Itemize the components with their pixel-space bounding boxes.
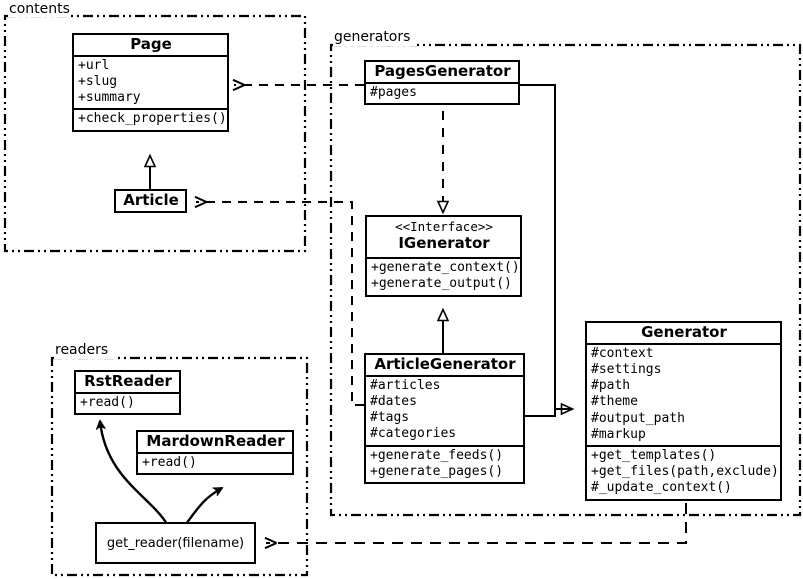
method: +generate_output(): [371, 276, 512, 292]
attribute: +summary: [78, 90, 141, 106]
class-generator-attributes: #context #settings #path #theme #output_…: [587, 342, 780, 445]
class-pagesgenerator[interactable]: PagesGenerator #pages: [364, 60, 520, 105]
class-articlegenerator-name: ArticleGenerator: [374, 355, 516, 373]
class-articlegenerator[interactable]: ArticleGenerator #articles #dates #tags …: [364, 353, 525, 485]
method: +get_files(path,exclude): [591, 464, 779, 480]
rel-articlegenerator-to-generator: [524, 408, 572, 417]
package-label-generators: generators: [334, 29, 411, 45]
package-label-contents: contents: [9, 1, 70, 17]
attribute: +slug: [78, 74, 118, 89]
attribute: #markup: [591, 426, 646, 442]
attribute: #context: [591, 345, 654, 361]
class-article-name: Article: [123, 191, 179, 209]
class-igenerator[interactable]: <<Interface>> IGenerator +generate_conte…: [365, 215, 522, 297]
class-mardownreader-methods: +read(): [138, 451, 292, 473]
package-label-readers: readers: [55, 342, 109, 358]
class-mardownreader-name: MardownReader: [146, 432, 285, 450]
class-igenerator-stereotype: <<Interface>>: [395, 219, 493, 234]
class-igenerator-header: <<Interface>> IGenerator: [367, 217, 520, 257]
attribute: +url: [78, 57, 110, 73]
class-articlegenerator-attributes: #articles #dates #tags #categories: [366, 374, 523, 445]
attribute: #output_path: [591, 410, 685, 426]
method: +generate_context(): [371, 260, 520, 276]
method: +generate_pages(): [370, 463, 504, 479]
class-mardownreader[interactable]: MardownReader +read(): [136, 430, 294, 475]
class-igenerator-name: IGenerator: [398, 234, 490, 253]
class-generator-name: Generator: [641, 323, 727, 341]
method: +read(): [80, 394, 135, 410]
rel-pagesgenerator-to-generator: [520, 84, 572, 409]
class-pagesgenerator-attributes: #pages: [366, 81, 518, 103]
attribute: #categories: [370, 426, 457, 442]
attribute: #theme: [591, 394, 638, 410]
class-generator-methods: +get_templates() +get_files(path,exclude…: [587, 445, 780, 499]
class-rstreader[interactable]: RstReader +read(): [74, 370, 181, 415]
method: +check_properties(): [78, 111, 227, 127]
class-page-methods: +check_properties(): [74, 108, 227, 129]
class-page[interactable]: Page +url +slug +summary +check_properti…: [72, 33, 229, 132]
method: +read(): [142, 454, 197, 470]
class-igenerator-methods: +generate_context() +generate_output(): [367, 257, 520, 294]
attribute: #settings: [591, 362, 662, 377]
attribute: #tags: [370, 410, 410, 426]
class-article[interactable]: Article: [114, 189, 187, 213]
function-get-reader[interactable]: get_reader(filename): [95, 522, 256, 564]
attribute: #articles: [370, 377, 441, 393]
class-page-name: Page: [130, 35, 172, 53]
rel-generator-to-get-reader: [266, 503, 687, 543]
function-get-reader-label: get_reader(filename): [106, 535, 245, 551]
method: +get_templates(): [591, 448, 717, 464]
rel-articlegenerator-to-article: [196, 202, 364, 406]
class-pagesgenerator-name: PagesGenerator: [374, 62, 511, 80]
attribute: #path: [591, 378, 631, 394]
class-generator[interactable]: Generator #context #settings #path #them…: [585, 321, 782, 501]
rel-get-reader-to-mardownreader: [185, 486, 224, 525]
class-page-attributes: +url +slug +summary: [74, 54, 227, 109]
method: #_update_context(): [591, 480, 732, 496]
class-rstreader-name: RstReader: [84, 372, 172, 390]
class-rstreader-methods: +read(): [76, 391, 179, 413]
class-articlegenerator-methods: +generate_feeds() +generate_pages(): [366, 444, 523, 482]
attribute: #dates: [370, 394, 417, 409]
attribute: #pages: [370, 84, 417, 100]
method: +generate_feeds(): [370, 447, 504, 463]
